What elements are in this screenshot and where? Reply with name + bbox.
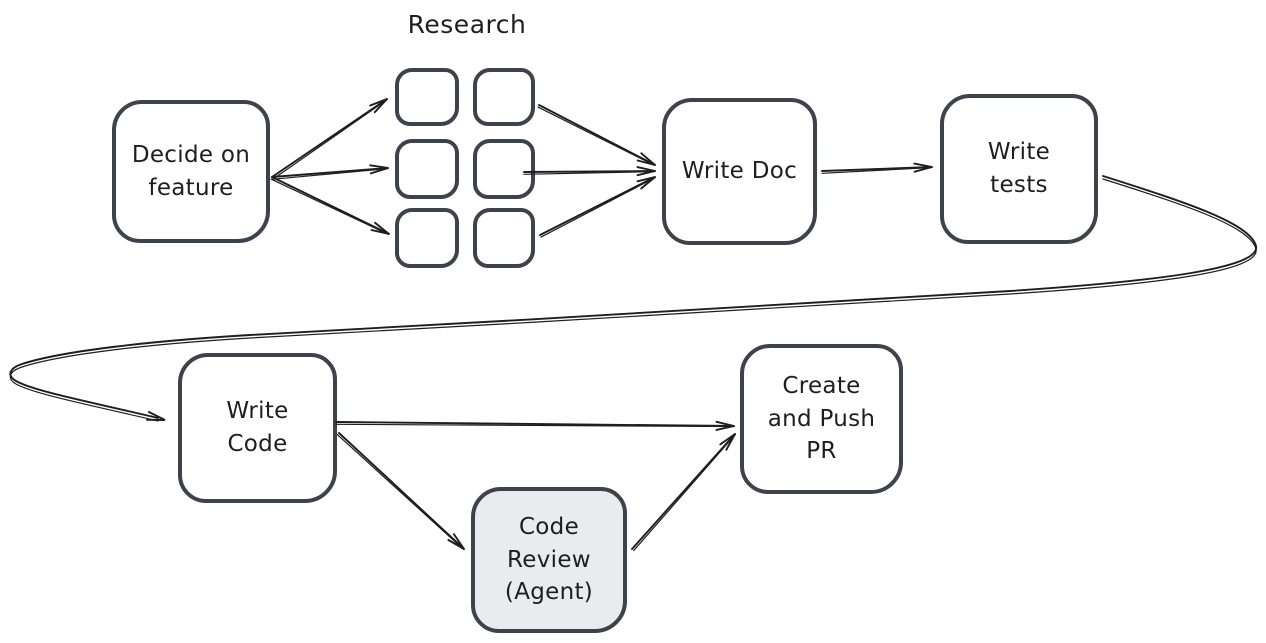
arrow-research-writedoc-2-sketch xyxy=(523,170,656,175)
arrow-research-writedoc-2-head xyxy=(636,166,656,177)
research-group-title: Research xyxy=(407,10,527,39)
research-item-box-3[interactable] xyxy=(395,139,459,199)
node-decide-on-feature[interactable]: Decide on feature xyxy=(112,100,270,243)
node-write-code[interactable]: Write Code xyxy=(178,353,337,503)
arrow-decide-research-3-head xyxy=(370,221,390,235)
node-create-and-push-pr-label: Create and Push PR xyxy=(767,373,876,465)
research-item-box-4[interactable] xyxy=(473,139,535,199)
research-item-box-2[interactable] xyxy=(473,68,535,126)
arrow-writecode-pr-sketch xyxy=(335,423,735,428)
arrow-codereview-pr-head xyxy=(719,433,736,451)
node-write-code-label: Write Code xyxy=(226,398,289,457)
arrow-decide-research-3 xyxy=(271,176,390,235)
arrow-writecode-pr xyxy=(335,421,735,427)
arrow-decide-research-1-head xyxy=(369,98,388,114)
arrow-research-writedoc-1-sketch xyxy=(537,106,656,167)
node-code-review-agent[interactable]: Code Review (Agent) xyxy=(471,487,627,633)
arrow-decide-research-3-sketch xyxy=(270,178,390,236)
arrow-writecode-codereview-head xyxy=(447,533,465,550)
arrow-research-writedoc-3-head xyxy=(636,176,656,190)
node-write-tests[interactable]: Write tests xyxy=(940,94,1098,244)
node-decide-on-feature-label: Decide on feature xyxy=(131,141,251,201)
arrow-decide-research-1-sketch xyxy=(272,98,388,180)
arrow-codereview-pr xyxy=(631,433,736,550)
arrow-decide-research-2-sketch xyxy=(271,167,389,180)
arrow-research-writedoc-3-sketch xyxy=(540,176,656,238)
arrow-writecode-codereview-sketch xyxy=(336,434,465,551)
arrow-research-writedoc-1-head xyxy=(636,152,656,166)
arrow-research-writedoc-3 xyxy=(539,176,656,236)
research-item-box-5[interactable] xyxy=(395,208,459,268)
research-item-box-6[interactable] xyxy=(473,208,535,268)
arrow-codereview-pr-sketch xyxy=(633,433,737,552)
arrow-decide-research-1 xyxy=(271,98,388,178)
arrow-decide-research-2-head xyxy=(369,164,389,175)
arrow-writetests-writecode-head xyxy=(146,411,166,421)
arrow-writecode-codereview xyxy=(338,432,465,550)
arrow-research-writedoc-1 xyxy=(538,104,656,166)
arrow-research-writedoc-2 xyxy=(523,170,656,173)
arrow-writedoc-writetests xyxy=(821,166,933,172)
node-write-tests-label: Write tests xyxy=(987,139,1051,198)
node-write-doc[interactable]: Write Doc xyxy=(662,98,817,245)
node-create-and-push-pr[interactable]: Create and Push PR xyxy=(740,344,903,494)
arrow-writedoc-writetests-head xyxy=(913,162,933,173)
research-item-box-1[interactable] xyxy=(395,68,459,126)
arrow-decide-research-2 xyxy=(271,167,389,178)
arrow-writedoc-writetests-sketch xyxy=(821,166,933,174)
node-write-doc-label: Write Doc xyxy=(681,158,798,185)
node-code-review-agent-label: Code Review (Agent) xyxy=(504,514,594,606)
arrow-writecode-pr-head xyxy=(715,420,735,431)
